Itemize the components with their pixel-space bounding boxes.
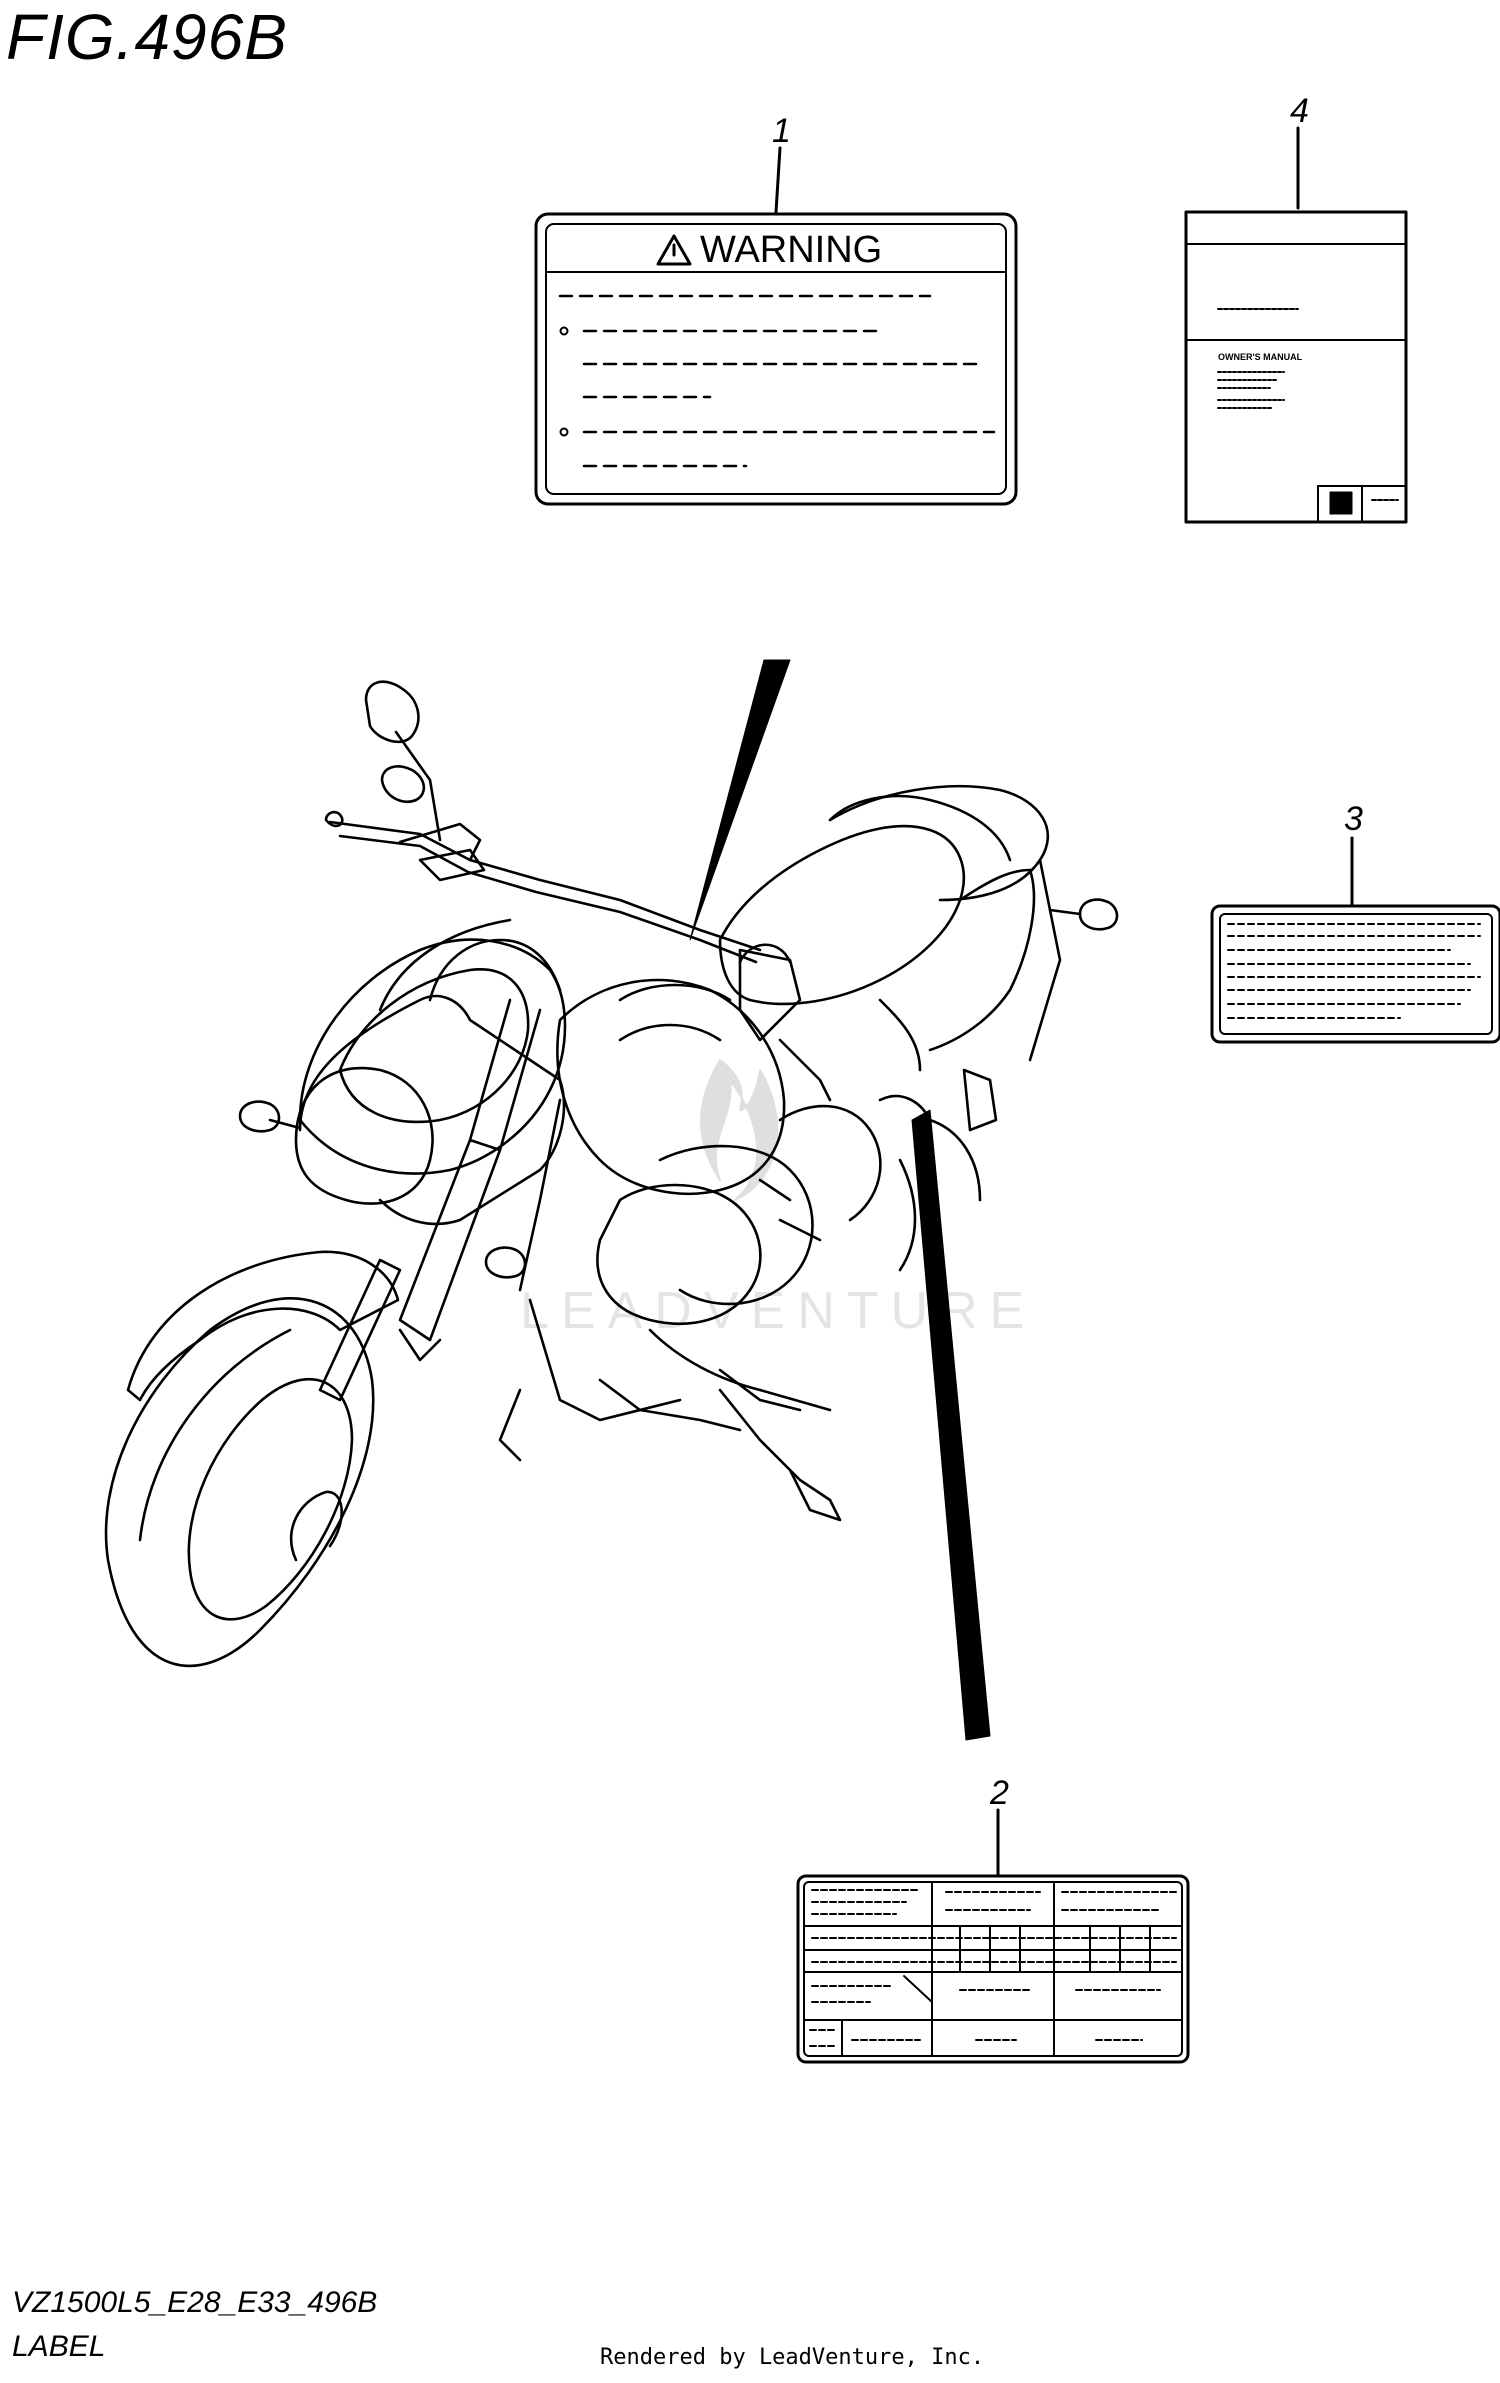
callout-1-leader <box>774 146 782 214</box>
callout-4-number: 4 <box>1290 92 1309 130</box>
figure-code: VZ1500L5_E28_E33_496B <box>12 2286 378 2319</box>
callout-2-number: 2 <box>989 1774 1009 1812</box>
watermark <box>700 1059 779 1201</box>
label-1-warning <box>534 212 1018 506</box>
label-4-owners-manual <box>1184 210 1408 524</box>
label-2 <box>796 1874 1190 2064</box>
motorcycle-illustration <box>104 680 1119 1668</box>
pointer-wedge-1 <box>689 659 791 941</box>
flame-icon <box>700 1059 779 1201</box>
callout-1-number: 1 <box>772 112 791 150</box>
warning-triangle-icon <box>656 234 692 266</box>
pointer-wedge-2 <box>911 1109 991 1741</box>
figure-title: FIG.496B <box>6 1 288 73</box>
label-3 <box>1210 904 1500 1044</box>
brand-emblem-icon <box>1329 491 1353 515</box>
callout-3-number: 3 <box>1344 800 1363 838</box>
figure-name: LABEL <box>12 2330 106 2363</box>
label-4-subtitle: OWNER'S MANUAL <box>1218 352 1303 362</box>
label-1-heading: WARNING <box>700 229 882 271</box>
rendered-by-credit: Rendered by LeadVenture, Inc. <box>600 2345 985 2370</box>
